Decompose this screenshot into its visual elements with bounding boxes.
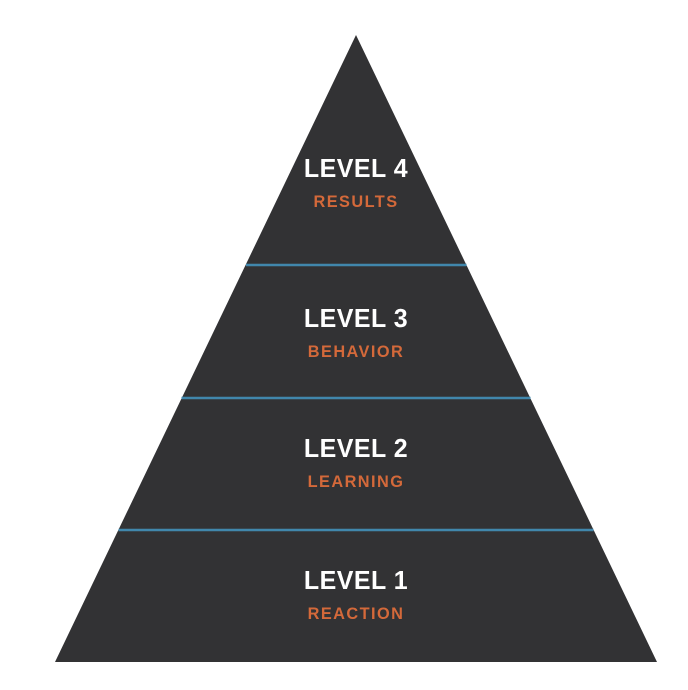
level-2-subtitle: LEARNING [307, 472, 405, 491]
level-2-label-group: LEVEL 2 LEARNING [302, 435, 411, 490]
level-1-label-group: LEVEL 1 REACTION [302, 567, 411, 622]
level-1-subtitle: REACTION [307, 604, 405, 623]
level-3-label-group: LEVEL 3 BEHAVIOR [302, 305, 411, 360]
level-2-title: LEVEL 2 [303, 433, 409, 463]
level-1-title: LEVEL 1 [303, 565, 409, 595]
pyramid-shape [55, 35, 657, 662]
level-4-label-group: LEVEL 4 RESULTS [302, 155, 411, 210]
level-3-title: LEVEL 3 [303, 303, 409, 333]
level-4-title: LEVEL 4 [303, 153, 409, 183]
level-3-subtitle: BEHAVIOR [307, 342, 405, 361]
level-4-subtitle: RESULTS [313, 192, 399, 211]
